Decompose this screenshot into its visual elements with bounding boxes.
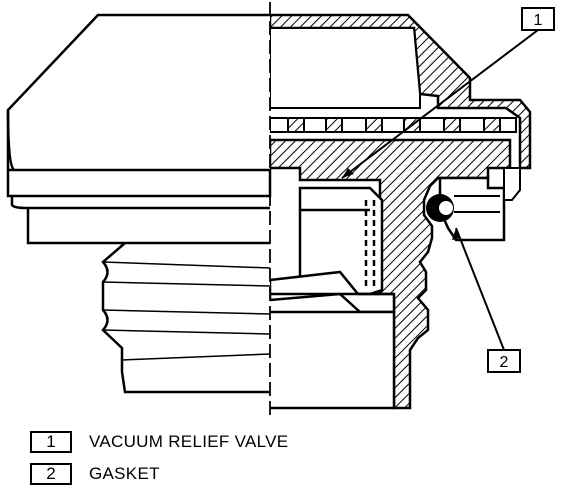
callout-2: 2: [452, 227, 521, 373]
callout-1: 1: [341, 7, 555, 179]
cap-exterior-view: [6, 13, 272, 394]
callout-2-number: 2: [500, 354, 509, 371]
gasket-part: [426, 194, 454, 222]
cap-section-view: [270, 13, 532, 410]
callout-1-number: 1: [534, 12, 543, 29]
legend-row-2: 2 GASKET: [30, 461, 160, 487]
legend-number-1: 1: [30, 431, 72, 453]
fuel-cap-cross-section-diagram: 1 2: [6, 2, 555, 418]
vacuum-relief-valve-part: [270, 186, 396, 314]
ratchet-ribs: [270, 117, 517, 133]
legend-label-1: VACUUM RELIEF VALVE: [89, 432, 289, 451]
legend-label-2: GASKET: [89, 464, 160, 483]
legend-number-2: 2: [30, 463, 72, 485]
legend-row-1: 1 VACUUM RELIEF VALVE: [30, 429, 288, 455]
